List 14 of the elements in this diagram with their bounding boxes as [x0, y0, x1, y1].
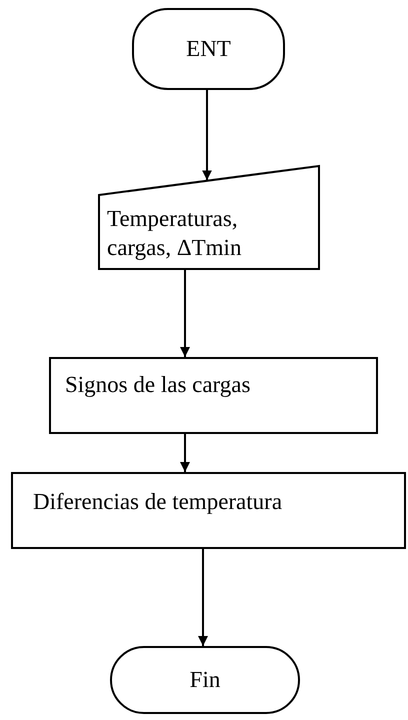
- node-label: Temperaturas, cargas, ΔTmin: [107, 205, 242, 262]
- terminal-node: [110, 646, 300, 714]
- manual-input-node: [98, 165, 320, 270]
- arrow: [180, 434, 190, 472]
- process-box: [11, 472, 406, 549]
- node-label: Fin: [190, 666, 220, 694]
- node-label: Signos de las cargas: [65, 371, 250, 399]
- arrow: [202, 90, 212, 180]
- arrow: [198, 549, 208, 646]
- terminal-node: [132, 8, 285, 90]
- arrow: [180, 270, 190, 357]
- process-box: [49, 357, 378, 434]
- node-label: Diferencias de temperatura: [33, 488, 282, 516]
- node-label: ENT: [186, 34, 231, 63]
